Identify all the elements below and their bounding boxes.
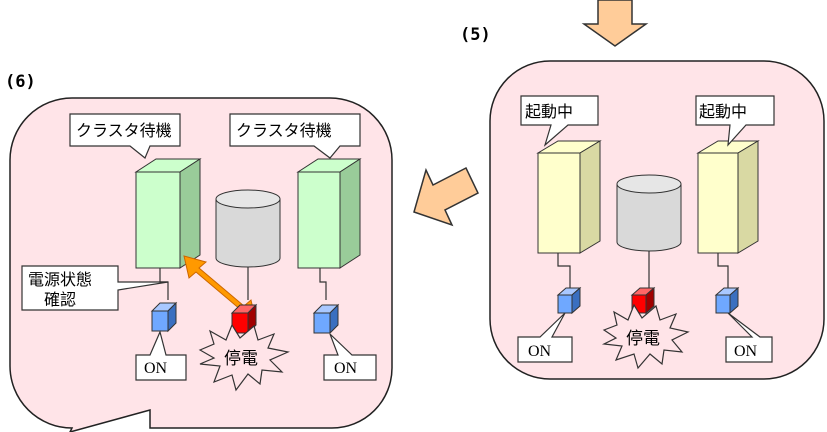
callout-left-text: 起動中	[525, 102, 573, 121]
outage-burst: 停電	[198, 323, 290, 392]
flow-arrow-left	[413, 166, 479, 227]
panel-step-5: 起動中 起動中 ON	[489, 60, 825, 380]
flow-arrow-down	[581, 0, 649, 47]
callout-left-text: クラスタ待機	[76, 121, 172, 140]
on-text-left: ON	[528, 343, 552, 360]
switch-left-on	[150, 301, 178, 333]
callout-power-check: 電源状態 確認	[21, 265, 169, 311]
server-right-starting	[696, 140, 760, 254]
step-5-label: (5)	[460, 25, 491, 45]
outage-burst: 停電	[601, 303, 690, 370]
switch-left-on	[556, 286, 582, 315]
power-check-line1: 電源状態	[28, 270, 92, 289]
cable-left	[557, 253, 571, 290]
power-check-line2: 確認	[44, 290, 76, 309]
server-left-standby	[134, 158, 202, 269]
storage-cylinder	[215, 189, 281, 268]
callout-left-standby: クラスタ待機	[69, 113, 181, 159]
on-label-left: ON	[135, 330, 187, 381]
callout-right-standby: クラスタ待機	[229, 113, 361, 159]
storage-cylinder	[616, 174, 682, 252]
on-label-left: ON	[517, 312, 573, 363]
panel-step-6: クラスタ待機 クラスタ待機 電源状態 確認	[9, 97, 393, 432]
outage-text: 停電	[224, 349, 258, 369]
on-label-right: ON	[323, 333, 377, 381]
switch-right-on	[714, 286, 740, 315]
switch-outage	[630, 286, 656, 315]
outage-text: 停電	[626, 329, 660, 349]
callout-left-starting: 起動中	[520, 95, 599, 147]
callout-right-text: クラスタ待機	[236, 121, 332, 140]
on-label-right: ON	[725, 312, 773, 363]
callout-right-text: 起動中	[699, 102, 747, 121]
switch-outage	[230, 303, 258, 335]
on-text-right: ON	[334, 360, 358, 377]
on-text-left: ON	[144, 360, 168, 377]
server-right-standby	[296, 158, 362, 269]
step-6-label: (6)	[5, 72, 36, 92]
on-text-right: ON	[734, 343, 758, 360]
callout-right-starting: 起動中	[695, 95, 775, 147]
switch-right-on	[312, 303, 340, 335]
cable-right	[717, 253, 729, 290]
cable-right	[319, 268, 327, 300]
server-left-starting	[536, 140, 602, 254]
